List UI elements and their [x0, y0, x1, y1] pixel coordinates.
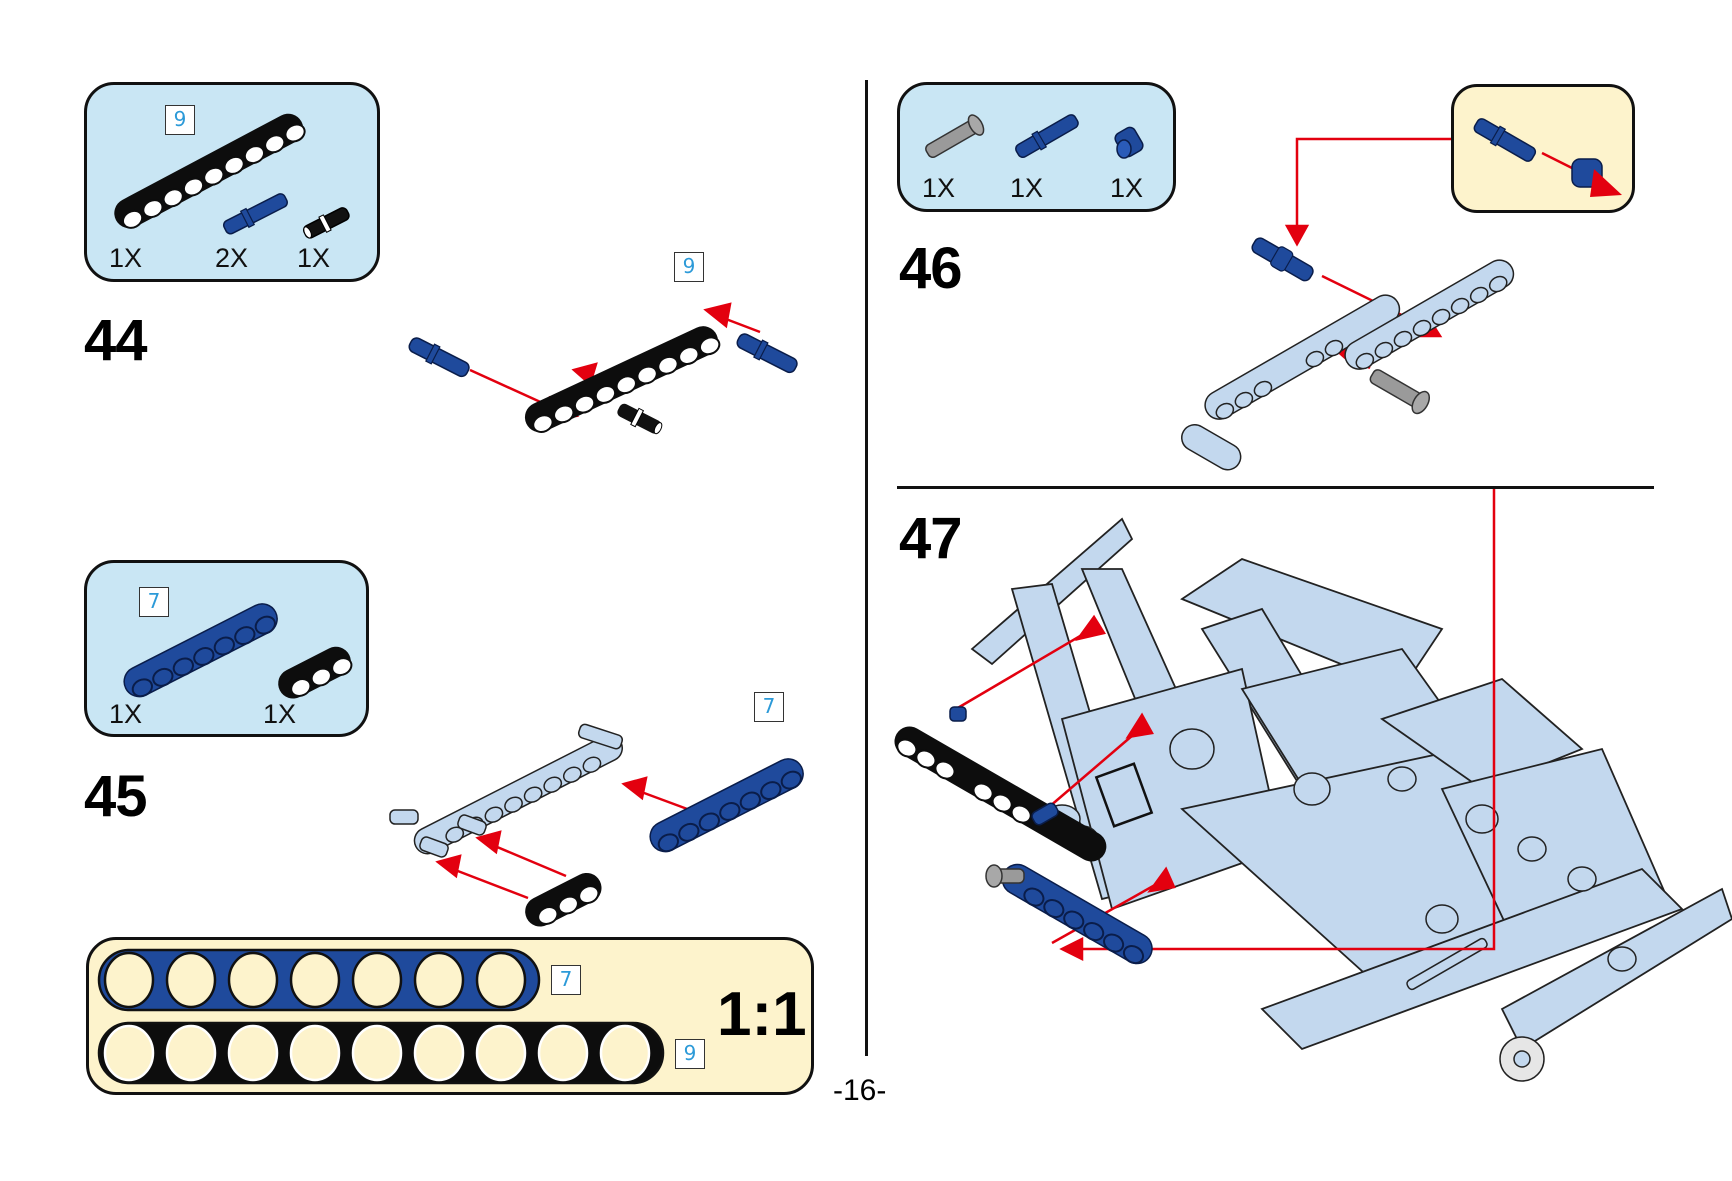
qty-label: 1X — [263, 699, 297, 729]
step-45-parts-box: 7 1X 1X — [84, 560, 369, 737]
length-tag: 7 — [754, 692, 784, 722]
horizontal-step-divider — [897, 486, 1654, 489]
black-beam-3 — [525, 872, 602, 927]
black-friction-pin-icon — [302, 207, 350, 239]
gray-pin-with-bush — [1369, 369, 1431, 415]
qty-label: 1X — [1010, 173, 1044, 203]
step-44-parts-box: 9 1X 2X 1X — [84, 82, 380, 282]
black-beam-3-icon — [278, 646, 353, 699]
length-tag: 7 — [551, 965, 581, 995]
blue-beam-7 — [649, 758, 804, 853]
qty-label: 1X — [1110, 173, 1144, 203]
step-number-46: 46 — [899, 236, 963, 301]
step-number-44: 44 — [84, 308, 148, 373]
page-number: -16- — [833, 1074, 887, 1107]
blue-bushing-icon — [1114, 126, 1144, 159]
light-blue-beam — [1204, 294, 1401, 420]
ruler-beam-blue-7 — [97, 948, 541, 1012]
gray-pin-with-bush-icon — [925, 114, 985, 159]
step-46-assembly — [1181, 137, 1515, 471]
length-tag: 9 — [674, 252, 704, 282]
length-tag: 9 — [165, 105, 195, 135]
length-tag: 9 — [675, 1039, 705, 1069]
ruler-beam-black-9 — [97, 1021, 665, 1085]
light-blue-beam — [1344, 259, 1515, 370]
qty-label: 1X — [922, 173, 956, 203]
qty-label: 1X — [109, 699, 143, 729]
blue-long-pin — [1251, 237, 1314, 282]
blue-long-pin-icon — [222, 193, 288, 235]
black-friction-pin — [617, 403, 663, 435]
gray-pin-with-bush — [985, 864, 1025, 888]
qty-label: 1X — [297, 243, 331, 273]
step-number-47: 47 — [899, 506, 963, 571]
gear — [1499, 1036, 1545, 1082]
ruler-box: 7 9 1:1 — [86, 937, 814, 1095]
pin-into-bushing-icon — [1473, 118, 1622, 197]
qty-label: 1X — [109, 243, 143, 273]
step-45-assembly — [389, 723, 804, 927]
vertical-page-divider — [865, 80, 868, 1056]
light-blue-beam — [1181, 424, 1242, 471]
blue-long-pin-icon — [1015, 114, 1079, 159]
length-tag: 7 — [139, 587, 169, 617]
black-beams — [894, 726, 1107, 862]
blue-beam-7-icon — [123, 603, 278, 698]
step-44-assembly — [408, 302, 798, 435]
step-46-subassembly-callout — [1451, 84, 1635, 213]
black-beam-9-icon — [114, 113, 306, 229]
step-46-parts-box: 1X 1X 1X — [897, 82, 1176, 212]
light-blue-beam — [413, 734, 624, 855]
step-number-45: 45 — [84, 764, 148, 829]
qty-label: 2X — [215, 243, 249, 273]
blue-long-pin — [736, 333, 798, 374]
scale-label: 1:1 — [717, 980, 807, 1049]
black-beam-9 — [524, 326, 721, 433]
blue-long-pin — [408, 337, 470, 378]
step-47-assembly — [894, 489, 1732, 1082]
